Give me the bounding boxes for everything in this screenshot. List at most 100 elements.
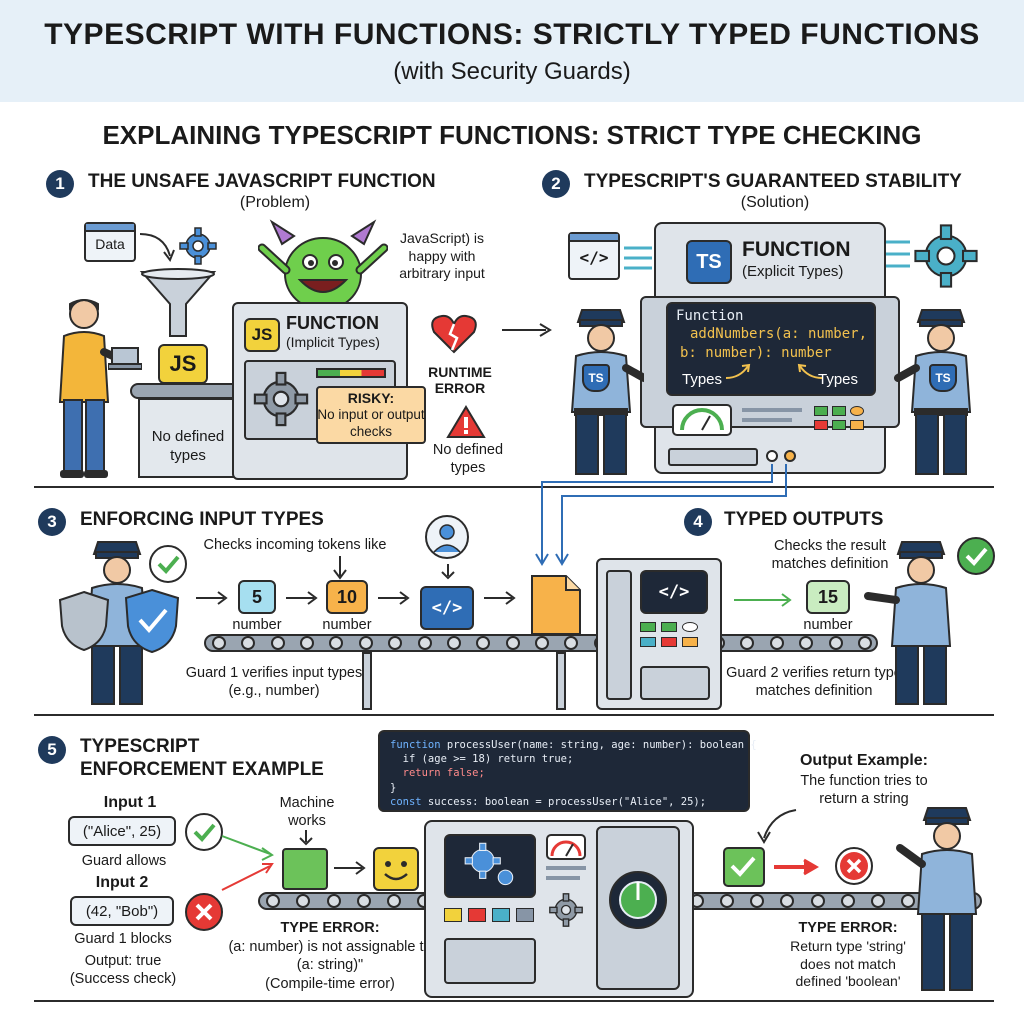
guard-allows-label: Guard allows: [81, 853, 167, 869]
curved-arrow-icon: [797, 363, 823, 379]
section-2-title: TYPESCRIPT'S GUARANTEED STABILITY: [584, 171, 962, 192]
panel-line: [742, 408, 802, 412]
code-window-icon: </>: [568, 232, 620, 280]
curved-arrow-icon: [139, 233, 175, 263]
js-block: JS: [158, 344, 208, 384]
port-right: [784, 450, 796, 462]
gauge-icon: [546, 834, 586, 860]
type-error-left-title: TYPE ERROR:: [280, 920, 380, 936]
section-5-title-line-2: ENFORCEMENT EXAMPLE: [80, 759, 324, 780]
guard-1-caption: Guard 1 verifies input types (e.g., numb…: [185, 665, 363, 700]
port-left: [766, 450, 778, 462]
divider-1: [34, 486, 994, 488]
x-icon: [835, 847, 873, 885]
arrow-down-icon: [333, 556, 347, 580]
machine-hatch: [444, 938, 536, 984]
circuit-lines-icon: [886, 240, 910, 268]
success-check-label: (Success check): [69, 971, 177, 987]
dial-icon: [609, 871, 667, 929]
ts-shield-badge: TS: [582, 364, 610, 392]
token-5: 5: [238, 580, 276, 614]
section-5-title-line-1: TYPESCRIPT: [80, 736, 200, 757]
code-line-1: function processUser(name: string, age: …: [390, 739, 757, 751]
risky-text: No input or output checks: [317, 407, 425, 439]
conveyor-leg: [362, 652, 372, 710]
x-icon: [185, 893, 223, 931]
checkmark-box-icon: [723, 847, 765, 887]
enforcement-buttons: [444, 908, 536, 928]
smiley-icon: [373, 847, 419, 891]
arrow-right-icon: [734, 593, 792, 607]
type-error-left-text: (a: number) is not assignable to (a: str…: [228, 939, 432, 974]
connector-lines: [535, 464, 787, 566]
input-2-label: Input 2: [95, 874, 149, 891]
checkmark-icon: [185, 813, 223, 851]
document-icon: [531, 575, 581, 635]
arrow-right-icon: [196, 591, 228, 605]
section-5-number: 5: [38, 736, 66, 764]
broken-heart-icon: [431, 314, 477, 354]
arrow-right-icon: [334, 861, 366, 875]
token-10-type: number: [322, 617, 372, 633]
result-type: number: [803, 617, 853, 633]
arrow-right-icon: [774, 858, 819, 876]
guard-1-blocks-label: Guard 1 blocks: [74, 931, 172, 947]
laptop-icon: [108, 347, 142, 370]
ts-code-screen: [666, 302, 876, 396]
main-title: TYPESCRIPT WITH FUNCTIONS: STRICTLY TYPE…: [44, 18, 980, 51]
compile-time-label: (Compile-time error): [265, 976, 395, 992]
explicit-function-title: FUNCTION: [742, 238, 851, 261]
monster-caption: JavaScript) is happy with arbitrary inpu…: [399, 230, 485, 281]
checks-result-caption: Checks the result matches definition: [771, 538, 889, 573]
panel-line: [546, 866, 586, 870]
section-4-number: 4: [684, 508, 712, 536]
section-2-subtitle: (Solution): [740, 194, 810, 211]
divider-2: [34, 714, 994, 716]
checkmark-icon: [149, 545, 187, 583]
input-arrows: [221, 835, 274, 891]
page-subheading: EXPLAINING TYPESCRIPT FUNCTIONS: STRICT …: [102, 120, 922, 150]
gear-icon: [179, 227, 217, 265]
type-error-right-text: Return type 'string' does not match defi…: [790, 938, 906, 989]
implicit-function-title: FUNCTION: [286, 313, 379, 333]
gear-icon: [464, 842, 514, 886]
risky-title: RISKY:: [347, 390, 395, 406]
output-example-title: Output Example:: [799, 752, 928, 769]
token-5-type: number: [232, 617, 282, 633]
section-2-number: 2: [542, 170, 570, 198]
machine-side-panel: [606, 570, 632, 700]
guard-2-caption: Guard 2 verifies return type matches def…: [726, 665, 902, 700]
runtime-error-label: RUNTIME ERROR: [428, 364, 492, 396]
data-label: Data: [95, 236, 125, 252]
output-true-label: Output: true: [84, 953, 162, 969]
section-1-subtitle: (Problem): [239, 194, 311, 211]
header-band: [0, 0, 1024, 102]
code-line-5: const success: boolean = processUser("Al…: [390, 795, 707, 808]
ts-badge: TS: [686, 240, 732, 284]
panel-line: [742, 418, 792, 422]
risky-note: [316, 386, 426, 444]
police-officer-icon: [896, 807, 978, 991]
output-code-screen: </>: [640, 570, 708, 614]
shield-icon: [58, 590, 110, 652]
types-label-left: Types: [682, 371, 723, 388]
user-icon: [425, 515, 469, 559]
control-buttons: [814, 406, 868, 440]
machine-works-label: Machine works: [279, 795, 335, 830]
shield-icon: [124, 588, 180, 654]
checks-incoming-caption: Checks incoming tokens like: [203, 537, 387, 553]
arrow-right-icon: [286, 591, 318, 605]
output-example-text: The function tries to return a string: [800, 773, 928, 808]
js-badge: JS: [244, 318, 280, 352]
funnel-icon: [139, 268, 217, 337]
type-error-right-title: TYPE ERROR:: [798, 920, 898, 936]
code-line-3: b: number): number: [680, 345, 832, 361]
explicit-function-subtitle: (Explicit Types): [742, 263, 844, 280]
input-2-value: (42, "Bob"): [70, 896, 174, 926]
input-1-value: ("Alice", 25): [68, 816, 176, 846]
gear-icon: [253, 371, 309, 427]
arrow-right-icon: [484, 591, 516, 605]
warning-icon: [446, 405, 486, 438]
conveyor-leg: [556, 652, 566, 710]
main-subtitle: (with Security Guards): [393, 58, 631, 85]
